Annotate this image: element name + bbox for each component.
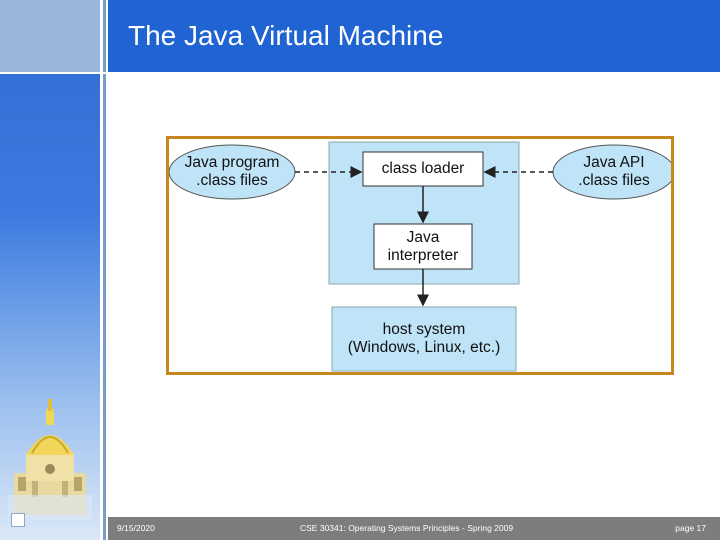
jvm-diagram-shapes xyxy=(169,141,671,372)
class-loader-box xyxy=(362,151,484,187)
footer-date: 9/15/2020 xyxy=(117,523,155,533)
interpreter-label: Java interpreter xyxy=(387,229,459,264)
slide-title: The Java Virtual Machine xyxy=(128,20,444,51)
corner-square xyxy=(11,513,25,527)
sidebar-header-block xyxy=(0,0,100,72)
java-program-label: Java program .class files xyxy=(184,154,280,189)
sidebar-divider xyxy=(103,0,106,540)
footer-page-number: page 17 xyxy=(675,523,706,533)
golden-dome-logo xyxy=(8,399,92,520)
jvm-diagram: Java program .class files class loader J… xyxy=(166,136,674,375)
title-divider xyxy=(0,72,720,74)
footer-course: CSE 30341: Operating Systems Principles … xyxy=(300,523,514,533)
title-bar xyxy=(108,0,720,72)
host-system-box xyxy=(331,306,517,372)
class-loader-label: class loader xyxy=(381,160,465,177)
sidebar-divider xyxy=(106,0,108,540)
sidebar-divider xyxy=(100,0,103,540)
host-system-label: host system (Windows, Linux, etc.) xyxy=(347,321,501,356)
footer-bar: 9/15/2020 CSE 30341: Operating Systems P… xyxy=(108,517,720,540)
interpreter-box xyxy=(373,223,473,270)
java-api-label: Java API .class files xyxy=(578,154,650,189)
